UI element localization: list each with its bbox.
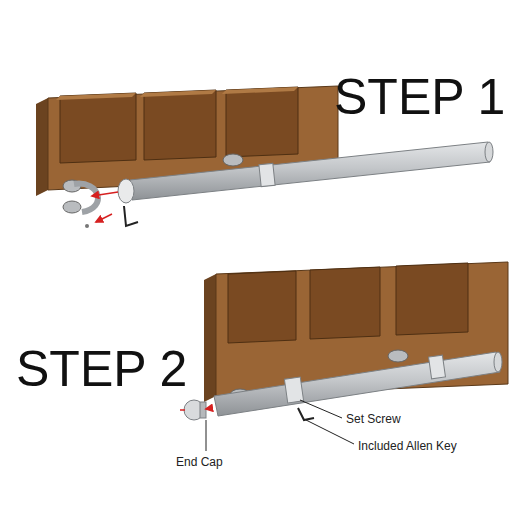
end-cap: [184, 400, 206, 420]
part-label: End Cap: [176, 456, 223, 468]
step-heading: STEP 1: [334, 72, 505, 122]
step-heading: STEP 2: [16, 344, 187, 394]
part-label: Included Allen Key: [358, 440, 457, 452]
rod: [214, 352, 502, 416]
allen-key: [124, 206, 138, 226]
insert-arrow: [96, 214, 112, 222]
insert-arrow: [180, 409, 185, 411]
leader-line: [206, 420, 207, 451]
part-label: Set Screw: [346, 413, 401, 425]
leader-line: [300, 400, 342, 418]
allen-key: [298, 408, 314, 420]
insert-arrow: [206, 408, 212, 409]
rod: [118, 142, 493, 203]
insert-arrow: [92, 192, 118, 196]
